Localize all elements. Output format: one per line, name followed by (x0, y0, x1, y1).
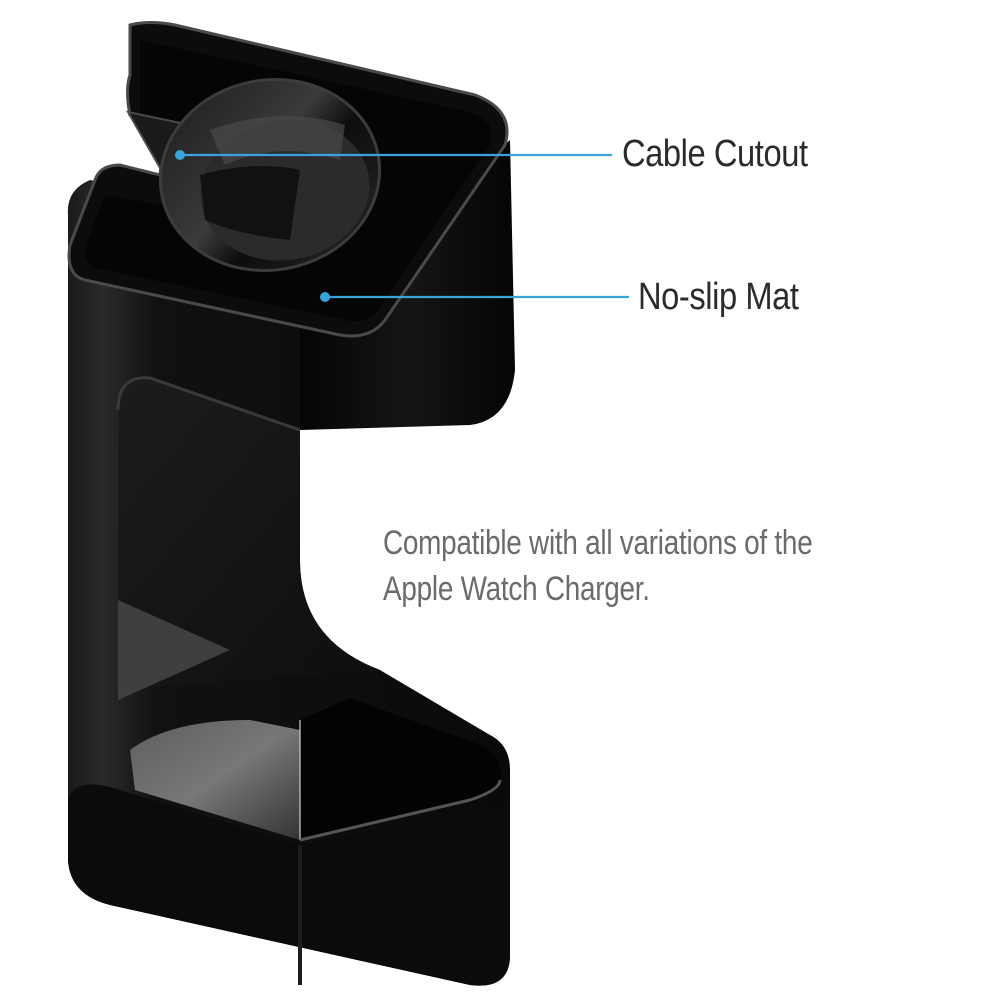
no-slip-mat-label: No-slip Mat (638, 276, 799, 318)
cable-cutout-dot (175, 150, 185, 160)
no-slip-mat-dot (320, 292, 330, 302)
stand-opening (118, 377, 380, 690)
compatibility-description: Compatible with all variations of the Ap… (383, 520, 813, 612)
description-line-2: Apple Watch Charger. (383, 570, 650, 608)
cable-cutout-label: Cable Cutout (622, 133, 808, 175)
description-line-1: Compatible with all variations of the (383, 524, 813, 562)
